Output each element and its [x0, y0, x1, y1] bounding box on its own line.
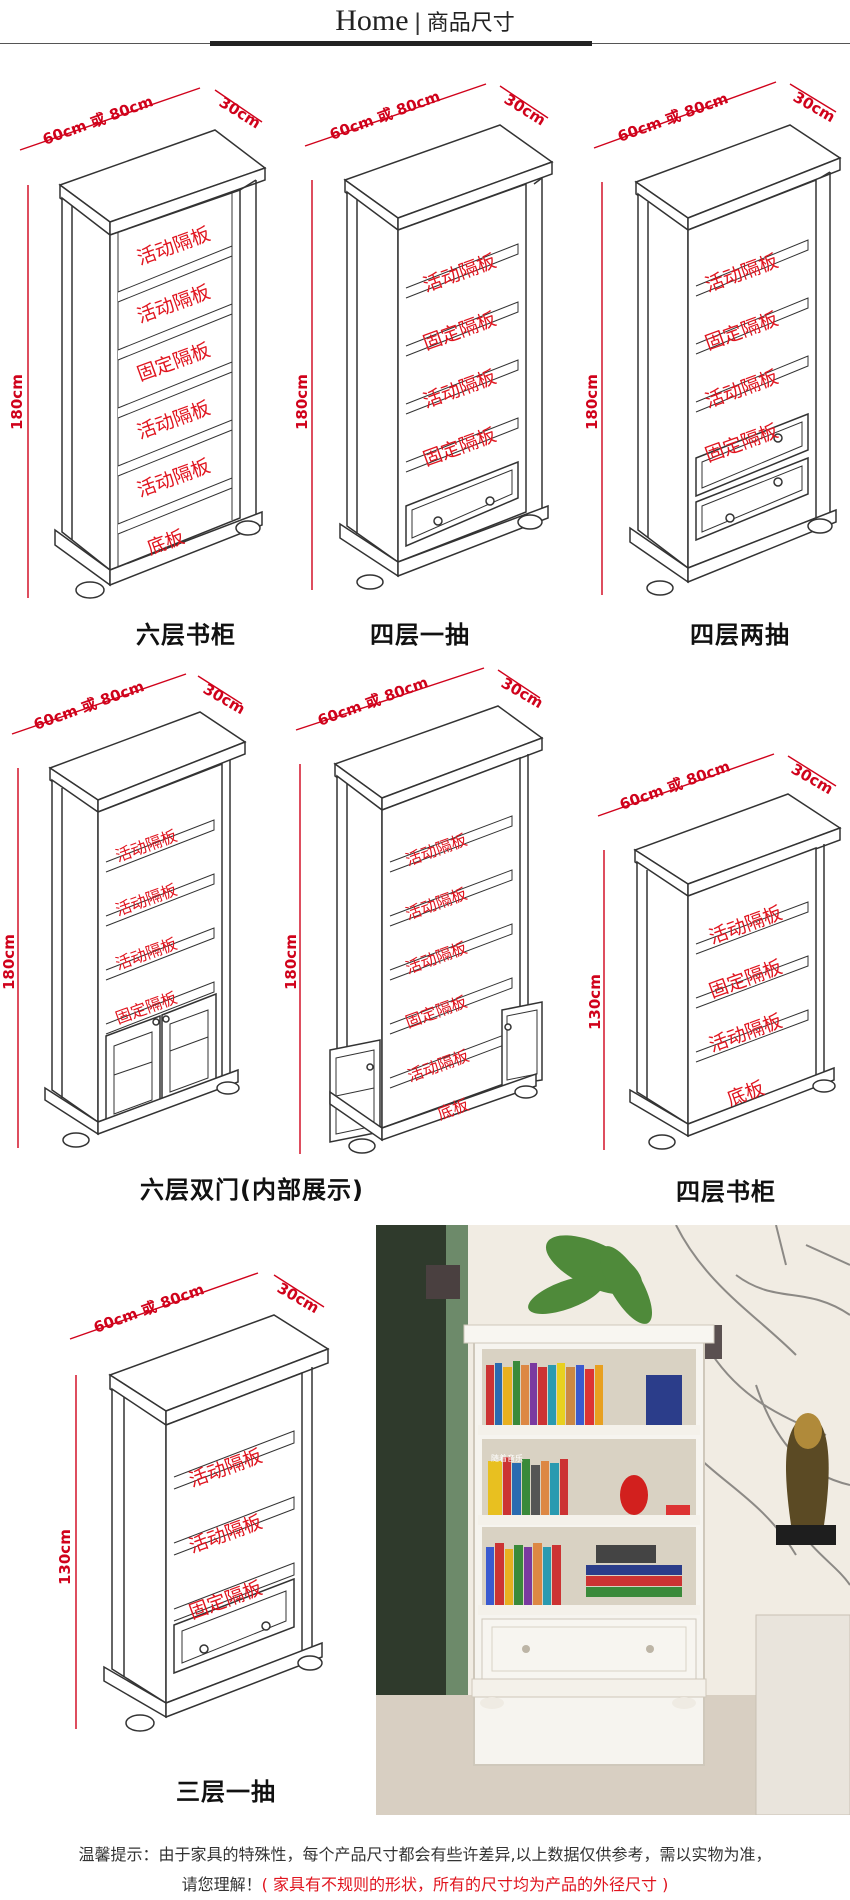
footer-prefix: 请您理解！ — [181, 1875, 262, 1894]
footer-note: 温馨提示：由于家具的特殊性，每个产品尺寸都会有些许差异,以上数据仅供参考，需以实… — [0, 1840, 850, 1900]
cabinet-six-tier: 60cm 或 80cm 30cm 180cm 活动隔板 活动隔板 固定隔板 活动… — [0, 50, 290, 640]
footer-line-2: 请您理解！( 家具有不规则的形状，所有的尺寸均为产品的外径尺寸 ) — [0, 1870, 850, 1900]
dim-depth-label: 30cm — [200, 680, 248, 718]
footer-line-1: 温馨提示：由于家具的特殊性，每个产品尺寸都会有些许差异,以上数据仅供参考，需以实… — [78, 1845, 772, 1864]
cabinet-four-tier-two-drawers: 60cm 或 80cm 30cm 180cm 活动隔板 固定隔板 活动隔板 固定… — [580, 50, 850, 640]
dim-width-label: 60cm 或 80cm — [615, 89, 730, 146]
home-label: Home — [335, 4, 409, 37]
cabinet-caption: 四层一抽 — [370, 621, 470, 649]
header-rule-accent — [210, 41, 592, 46]
cabinet-six-tier-open-doors: 60cm 或 80cm 30cm 180cm 活动隔板 活动隔板 活动隔板 固定… — [280, 660, 570, 1180]
room-photo: 随着音乐 — [376, 1225, 850, 1815]
dim-height-label: 180cm — [8, 374, 26, 430]
dim-depth-label: 30cm — [498, 674, 546, 712]
dim-depth-label: 30cm — [788, 760, 836, 798]
dim-width-label: 60cm 或 80cm — [617, 757, 732, 814]
dim-depth-label: 30cm — [274, 1279, 322, 1317]
book-spine-label: 随着音乐 — [491, 1453, 523, 1463]
cabinet-four-tier-one-drawer: 60cm 或 80cm 30cm 180cm 活动隔板 固定隔板 活动隔板 固定… — [290, 50, 560, 640]
cabinet-six-tier-double-door: 60cm 或 80cm 30cm 180cm 活动隔板 活动隔板 活动隔板 固定… — [0, 660, 260, 1180]
cabinet-caption: 三层一抽 — [176, 1778, 276, 1806]
cabinet-caption: 四层两抽 — [690, 621, 790, 649]
cabinet-caption: 六层双门(内部展示) — [140, 1176, 364, 1204]
footer-red-note: ( 家具有不规则的形状，所有的尺寸均为产品的外径尺寸 ) — [261, 1875, 669, 1894]
dim-width-label: 60cm 或 80cm — [40, 92, 155, 149]
dim-height-label: 130cm — [56, 1529, 74, 1585]
cabinet-four-tier-bookcase: 60cm 或 80cm 30cm 130cm 活动隔板 固定隔板 活动隔板 底板 — [586, 730, 850, 1170]
dim-depth-label: 30cm — [216, 93, 264, 132]
header-title: Home|商品尺寸 — [0, 4, 850, 38]
dim-height-label: 180cm — [282, 934, 300, 990]
header-subtitle: 商品尺寸 — [426, 11, 515, 36]
dimension-lines — [19, 87, 263, 598]
dim-depth-label: 30cm — [790, 88, 838, 126]
dim-height-label: 180cm — [0, 934, 18, 990]
dim-height-label: 180cm — [293, 374, 311, 430]
dim-height-label: 130cm — [586, 974, 604, 1030]
dim-height-label: 180cm — [583, 374, 601, 430]
cabinet-three-tier-one-drawer: 60cm 或 80cm 130cm 30cm 130cm 活动隔板 活动隔板 固… — [40, 1225, 360, 1765]
dim-width-label: 60cm 或 80cm — [31, 677, 146, 734]
header-separator: | — [414, 9, 421, 36]
dim-width-label: 60cm 或 80cm — [327, 87, 442, 144]
page-header: Home|商品尺寸 — [0, 0, 850, 50]
dim-depth-label: 30cm — [501, 90, 549, 129]
cabinet-caption: 四层书柜 — [676, 1178, 776, 1206]
dim-width-label: 60cm 或 80cm — [91, 1280, 206, 1337]
dim-width-label: 60cm 或 80cm — [315, 673, 430, 730]
cabinet-caption: 六层书柜 — [136, 621, 236, 649]
